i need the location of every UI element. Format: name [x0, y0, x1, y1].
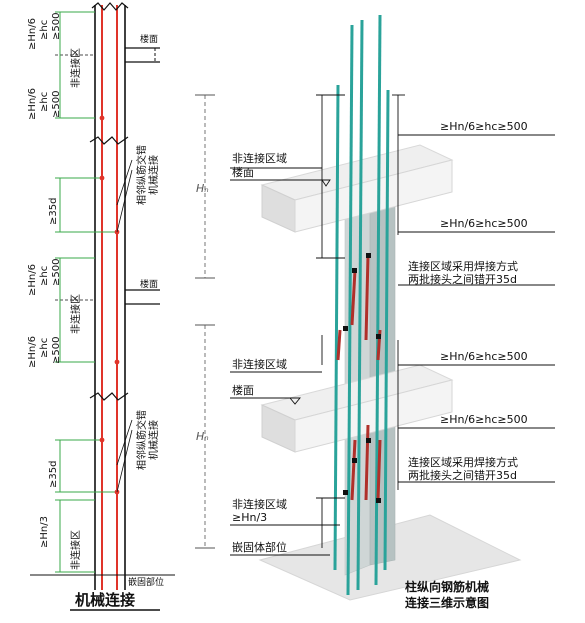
floor-slab-1 [124, 47, 156, 63]
ann-a2: 非连接区域 [232, 152, 287, 165]
label-35d-a: ≥35d [48, 198, 59, 225]
ann-a12: 两批接头之间错开35d [408, 468, 517, 482]
caption-line2: 连接三维示意图 [405, 595, 489, 610]
teal-rebars [333, 14, 390, 596]
label-hc-c: ≥hc [39, 266, 50, 286]
label-nonconn-c: 非连接区 [69, 530, 82, 570]
label-hc-b: ≥hc [39, 92, 50, 112]
label-hc-a: ≥hc [39, 20, 50, 40]
label-500-c: ≥500 [51, 259, 62, 286]
left-panel: ≥Hn/6 ≥hc ≥500 非连接区 ≥Hn/6 ≥hc ≥500 相邻纵筋交… [27, 2, 175, 611]
ann-a4: ≥Hn/6≥hc≥500 [440, 217, 528, 230]
label-nonconn-b: 非连接区 [69, 294, 82, 334]
ann-a1: ≥Hn/6≥hc≥500 [440, 120, 528, 133]
upper-slab-side [294, 159, 453, 233]
label-hc-d: ≥hc [39, 338, 50, 358]
floor-marker-upper [321, 179, 331, 187]
label-500-a: ≥500 [51, 13, 62, 40]
label-hn6-d: ≥Hn/6 [27, 336, 38, 368]
label-embed: 嵌固部位 [128, 576, 164, 588]
label-500-d: ≥500 [51, 337, 62, 364]
note-leader-1 [116, 159, 133, 233]
ann-a14: ≥Hn/3 [232, 511, 267, 524]
ann-a10: ≥Hn/6≥hc≥500 [440, 413, 528, 426]
ann-a7: 非连接区域 [232, 358, 287, 371]
label-500-b: ≥500 [51, 91, 62, 118]
caption-line1: 柱纵向钢筋机械 [405, 579, 489, 594]
hn-label-upper: Hₙ [196, 182, 209, 195]
column-side [369, 159, 396, 566]
hn-label-lower: Hₙ [196, 430, 209, 443]
note-leader-2 [116, 419, 133, 493]
label-nonconn-a: 非连接区 [69, 48, 82, 88]
label-hn6-b: ≥Hn/6 [27, 88, 38, 120]
ann-a6: 两批接头之间错开35d [408, 272, 517, 286]
label-hn3: ≥Hn/3 [39, 516, 50, 548]
hn-ticks [195, 94, 215, 549]
label-floor-b: 楼面 [140, 278, 158, 290]
ann-a13: 非连接区域 [232, 498, 287, 511]
note-a1: 相邻纵筋交错 [135, 145, 148, 205]
label-floor-a: 楼面 [140, 33, 158, 45]
lower-slab-side [294, 379, 453, 453]
note-a2: 机械连接 [147, 155, 160, 195]
break-symbol-top [91, 2, 129, 11]
right-panel: Hₙ Hₙ [195, 14, 555, 610]
note-b1: 相邻纵筋交错 [135, 410, 148, 470]
label-hn6-a: ≥Hn/6 [27, 18, 38, 50]
ann-a8: 楼面 [232, 383, 254, 397]
ann-a5: 连接区域采用焊接方式 [408, 259, 518, 273]
ann-a3: 楼面 [232, 165, 254, 179]
note-b2: 机械连接 [147, 420, 160, 460]
left-panel-title: 机械连接 [75, 591, 135, 609]
red-rebar-zones [336, 254, 382, 501]
ann-a15: 嵌固体部位 [232, 540, 287, 554]
splice-markers [343, 253, 381, 503]
label-35d-b: ≥35d [48, 461, 59, 488]
green-dimensions [55, 11, 117, 573]
splice-dots [99, 115, 120, 495]
break-symbol-mid1 [89, 136, 129, 145]
annotation-leaders [230, 94, 555, 556]
zone-dashes [55, 54, 95, 301]
ann-a9: ≥Hn/6≥hc≥500 [440, 350, 528, 363]
label-hn6-c: ≥Hn/6 [27, 264, 38, 296]
break-symbol-mid2 [89, 392, 129, 401]
ann-a11: 连接区域采用焊接方式 [408, 455, 518, 469]
floor-marker-lower [289, 397, 301, 405]
